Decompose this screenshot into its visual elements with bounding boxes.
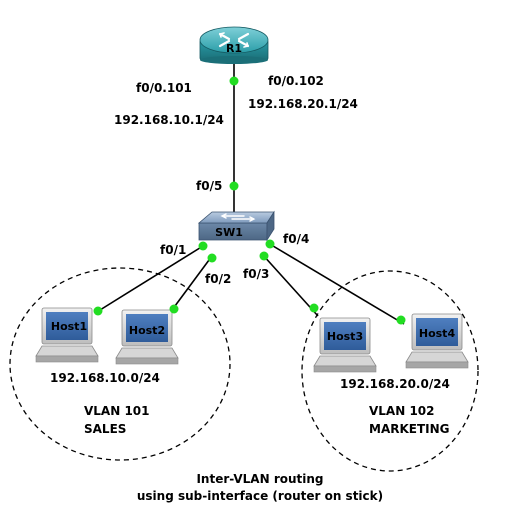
- link-sw1-host1: [99, 245, 204, 311]
- r1-subinterface-102-label: f0/0.102: [268, 74, 324, 88]
- sw1-port-4-label: f0/4: [283, 232, 309, 246]
- host3-pc-icon[interactable]: [313, 317, 377, 373]
- sw1-port-3-label: f0/3: [243, 267, 269, 281]
- host2-pc-icon[interactable]: [115, 309, 179, 365]
- host2-label: Host2: [129, 324, 165, 337]
- link-sw1-host4: [267, 242, 405, 325]
- sw1-port-2-label: f0/2: [205, 272, 231, 286]
- port-sw1-f0-5: [229, 181, 239, 191]
- vlan-102-name: VLAN 102: [369, 404, 435, 418]
- sw1-trunk-port-label: f0/5: [196, 179, 222, 193]
- r1-subinterface-102-ip: 192.168.20.1/24: [248, 97, 358, 111]
- host1-label: Host1: [51, 320, 87, 333]
- port-sw1-f0-3: [259, 251, 269, 261]
- port-host4: [396, 315, 406, 325]
- vlan-101-zone: [9, 267, 231, 461]
- port-sw1-f0-2: [207, 253, 217, 263]
- port-host2: [169, 304, 179, 314]
- port-host3: [309, 303, 319, 313]
- host1-pc-icon[interactable]: [35, 307, 99, 363]
- vlan-101-name: VLAN 101: [84, 404, 150, 418]
- caption-line-2: using sub-interface (router on stick): [137, 489, 383, 503]
- port-host1: [93, 306, 103, 316]
- port-sw1-f0-4: [265, 239, 275, 249]
- host4-label: Host4: [419, 327, 456, 340]
- sw1-port-1-label: f0/1: [160, 243, 186, 257]
- switch-label: SW1: [215, 226, 243, 239]
- link-sw1-host2: [171, 255, 213, 311]
- router-label: R1: [226, 42, 242, 55]
- port-sw1-f0-1: [198, 241, 208, 251]
- r1-subinterface-101-label: f0/0.101: [136, 81, 192, 95]
- port-r1-f0-0: [229, 76, 239, 86]
- router-r1-icon[interactable]: [199, 26, 269, 64]
- host4-pc-icon[interactable]: [405, 313, 469, 369]
- r1-subinterface-101-ip: 192.168.10.1/24: [114, 113, 224, 127]
- vlan-101-network: 192.168.10.0/24: [50, 371, 160, 385]
- vlan-102-zone: [301, 270, 479, 472]
- vlan-101-department: SALES: [84, 422, 126, 436]
- link-sw1-host3: [261, 253, 319, 317]
- host3-label: Host3: [327, 330, 363, 343]
- vlan-102-network: 192.168.20.0/24: [340, 377, 450, 391]
- caption-line-1: Inter-VLAN routing: [196, 472, 323, 486]
- vlan-102-department: MARKETING: [369, 422, 450, 436]
- switch-sw1-icon[interactable]: [197, 210, 275, 242]
